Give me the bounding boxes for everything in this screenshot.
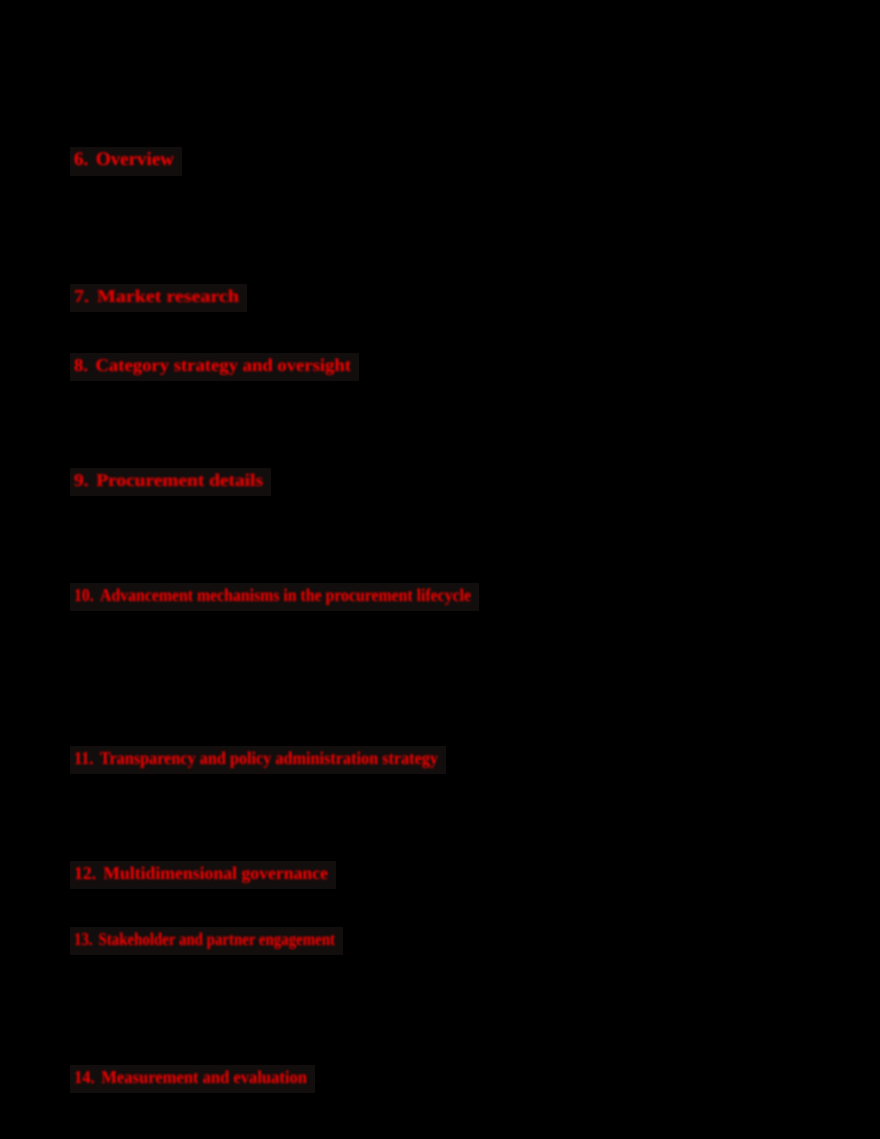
outline-entry[interactable]: 10. Advancement mechanisms in the procure… [74, 586, 471, 604]
outline-entry-number: 14. [74, 1067, 95, 1087]
outline-entry-number: 7. [74, 286, 90, 306]
outline-entry-title: Overview [95, 149, 174, 170]
outline-entry-number: 10. [74, 585, 94, 605]
outline-entry[interactable]: 6. Overview [74, 150, 174, 169]
outline-entry[interactable]: 8. Category strategy and oversight [74, 356, 351, 374]
outline-entry-title: Stakeholder and partner engagement [98, 929, 336, 949]
outline-entry[interactable]: 14. Measurement and evaluation [74, 1068, 307, 1086]
outline-entry-number: 12. [74, 863, 97, 883]
outline-entry-number: 6. [74, 149, 89, 170]
outline-entry-title: Transparency and policy administration s… [99, 748, 438, 768]
outline-entry-title: Market research [96, 286, 239, 306]
outline-entry-number: 13. [74, 929, 93, 949]
outline-entry[interactable]: 13. Stakeholder and partner engagement [74, 930, 335, 948]
outline-entry-title: Category strategy and oversight [95, 355, 351, 375]
outline-entry[interactable]: 11.Transparency and policy administratio… [74, 749, 438, 767]
outline-entry-title: Measurement and evaluation [101, 1067, 307, 1087]
outline-entry-number: 11. [74, 748, 94, 768]
outline-entry-title: Multidimensional governance [103, 863, 329, 883]
outline-entry[interactable]: 7. Market research [74, 287, 239, 305]
outline-entry[interactable]: 9. Procurement details [74, 471, 263, 489]
outline-entry-title: Procurement details [96, 470, 264, 490]
outline-entry-number: 9. [74, 470, 89, 490]
outline-entry[interactable]: 12. Multidimensional governance [74, 864, 328, 882]
outline-entry-number: 8. [74, 355, 88, 375]
outline-entry-title: Advancement mechanisms in the procuremen… [100, 585, 472, 605]
